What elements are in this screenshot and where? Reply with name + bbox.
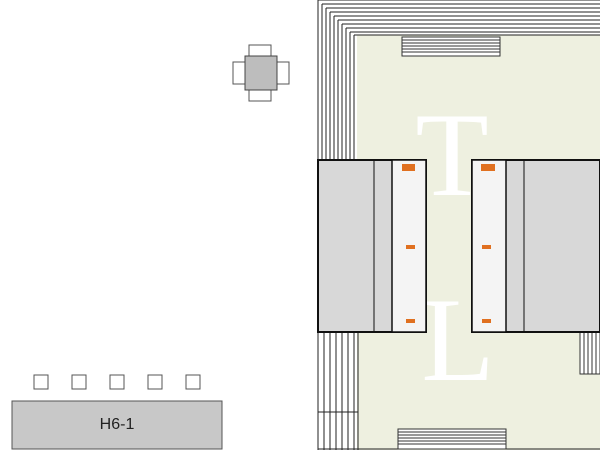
stepped-border-top [317,0,600,450]
orange-marker-icon[interactable] [406,319,415,323]
square-table-icon[interactable] [232,44,290,102]
chair-icon [248,44,272,58]
chair-icon[interactable] [185,374,201,390]
chair-icon[interactable] [71,374,87,390]
stairs-icon [579,331,600,375]
orange-marker-icon[interactable] [402,164,415,171]
chair-icon[interactable] [33,374,49,390]
right-counter [471,159,600,333]
stairs-icon [397,428,507,450]
chair-icon [276,61,290,85]
orange-marker-icon[interactable] [482,245,491,249]
chair-icon [248,88,272,102]
orange-marker-icon[interactable] [482,319,491,323]
orange-marker-icon[interactable] [406,245,415,249]
chair-icon[interactable] [109,374,125,390]
table-h6-1[interactable] [11,400,223,450]
stairs-icon [401,36,501,57]
chair-icon [232,61,246,85]
orange-marker-icon[interactable] [481,164,495,171]
chair-icon[interactable] [147,374,163,390]
